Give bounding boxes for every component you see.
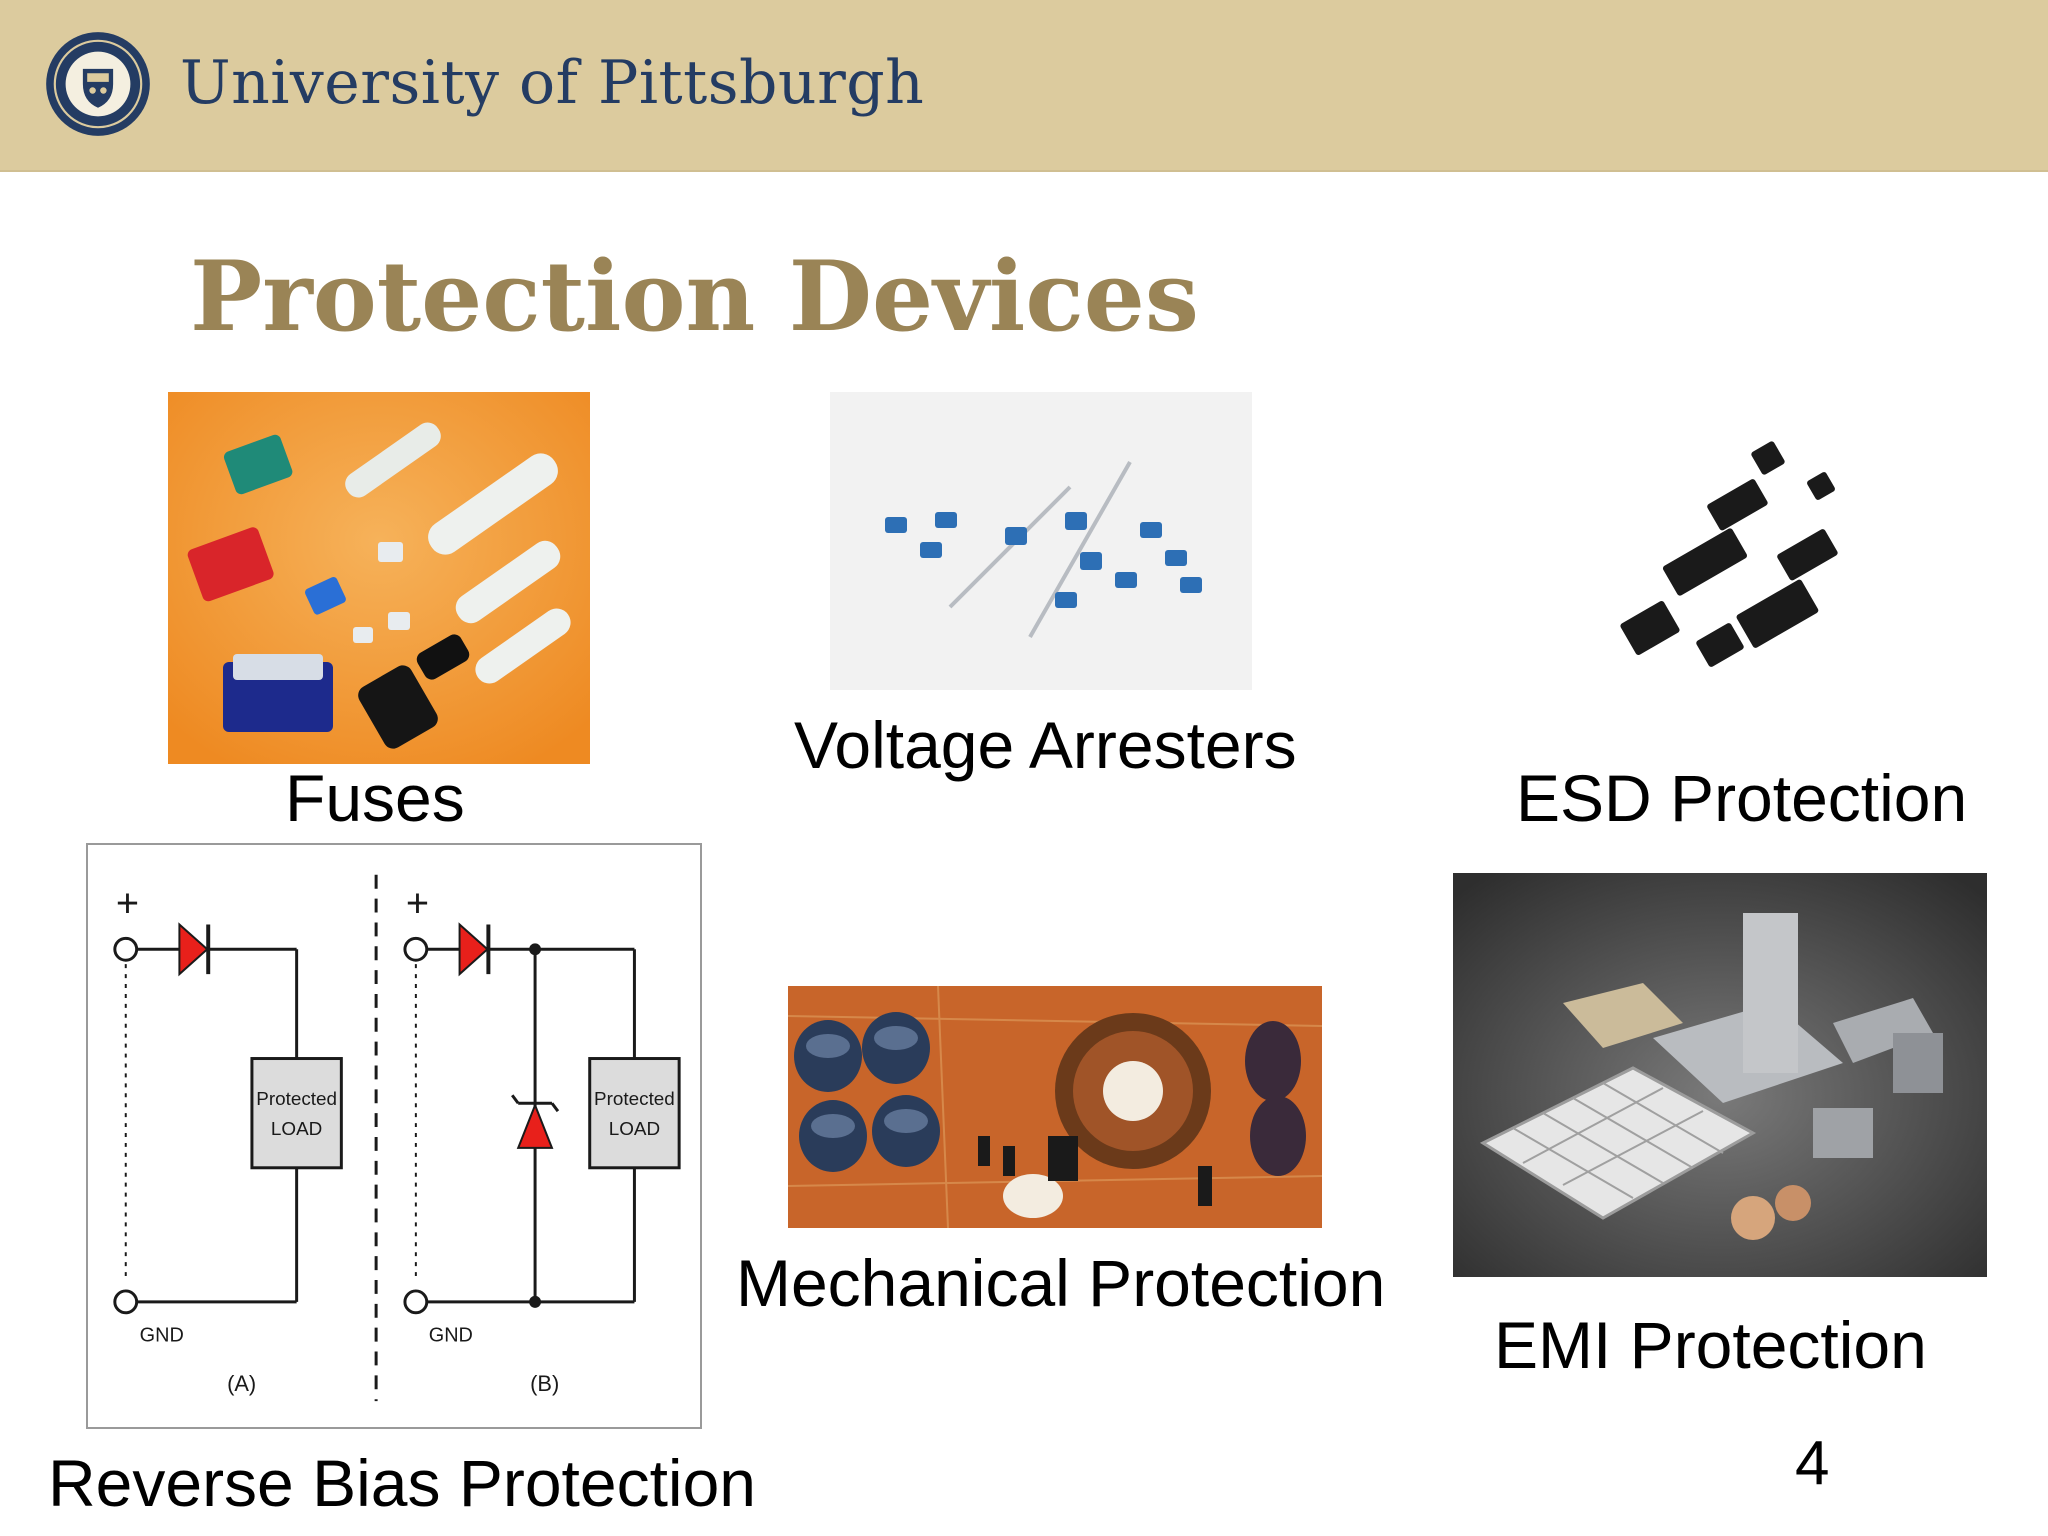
- emi-protection-photo: [1453, 873, 1987, 1277]
- voltage-arresters-photo: [830, 392, 1252, 690]
- esd-protection-photo: [1600, 430, 1880, 680]
- university-seal-icon: [46, 32, 150, 136]
- gnd-a-label: GND: [140, 1325, 184, 1347]
- esd-protection-caption: ESD Protection: [1516, 761, 1968, 835]
- label-a: (A): [227, 1371, 256, 1396]
- label-b: (B): [530, 1371, 559, 1396]
- load-b-line1: Protected: [594, 1088, 675, 1109]
- mechanical-protection-caption: Mechanical Protection: [736, 1246, 1386, 1320]
- gnd-b-label: GND: [429, 1325, 473, 1347]
- header-band: University of Pittsburgh: [0, 0, 2048, 172]
- plus-a-label: +: [116, 882, 139, 926]
- load-a-line1: Protected: [256, 1088, 337, 1109]
- reverse-bias-diagram: + + Protected LOAD Protected LOAD GND GN…: [86, 843, 702, 1429]
- page-number: 4: [1795, 1429, 1830, 1498]
- load-a-line2: LOAD: [271, 1118, 322, 1139]
- reverse-bias-caption: Reverse Bias Protection: [48, 1446, 756, 1520]
- mechanical-protection-photo: [788, 986, 1322, 1228]
- slide-title: Protection Devices: [190, 240, 1199, 353]
- plus-b-label: +: [406, 882, 429, 926]
- fuses-photo: [168, 392, 590, 764]
- load-b-line2: LOAD: [609, 1118, 660, 1139]
- voltage-arresters-caption: Voltage Arresters: [794, 708, 1297, 782]
- fuses-caption: Fuses: [285, 761, 465, 835]
- university-name: University of Pittsburgh: [180, 48, 925, 118]
- emi-protection-caption: EMI Protection: [1494, 1308, 1927, 1382]
